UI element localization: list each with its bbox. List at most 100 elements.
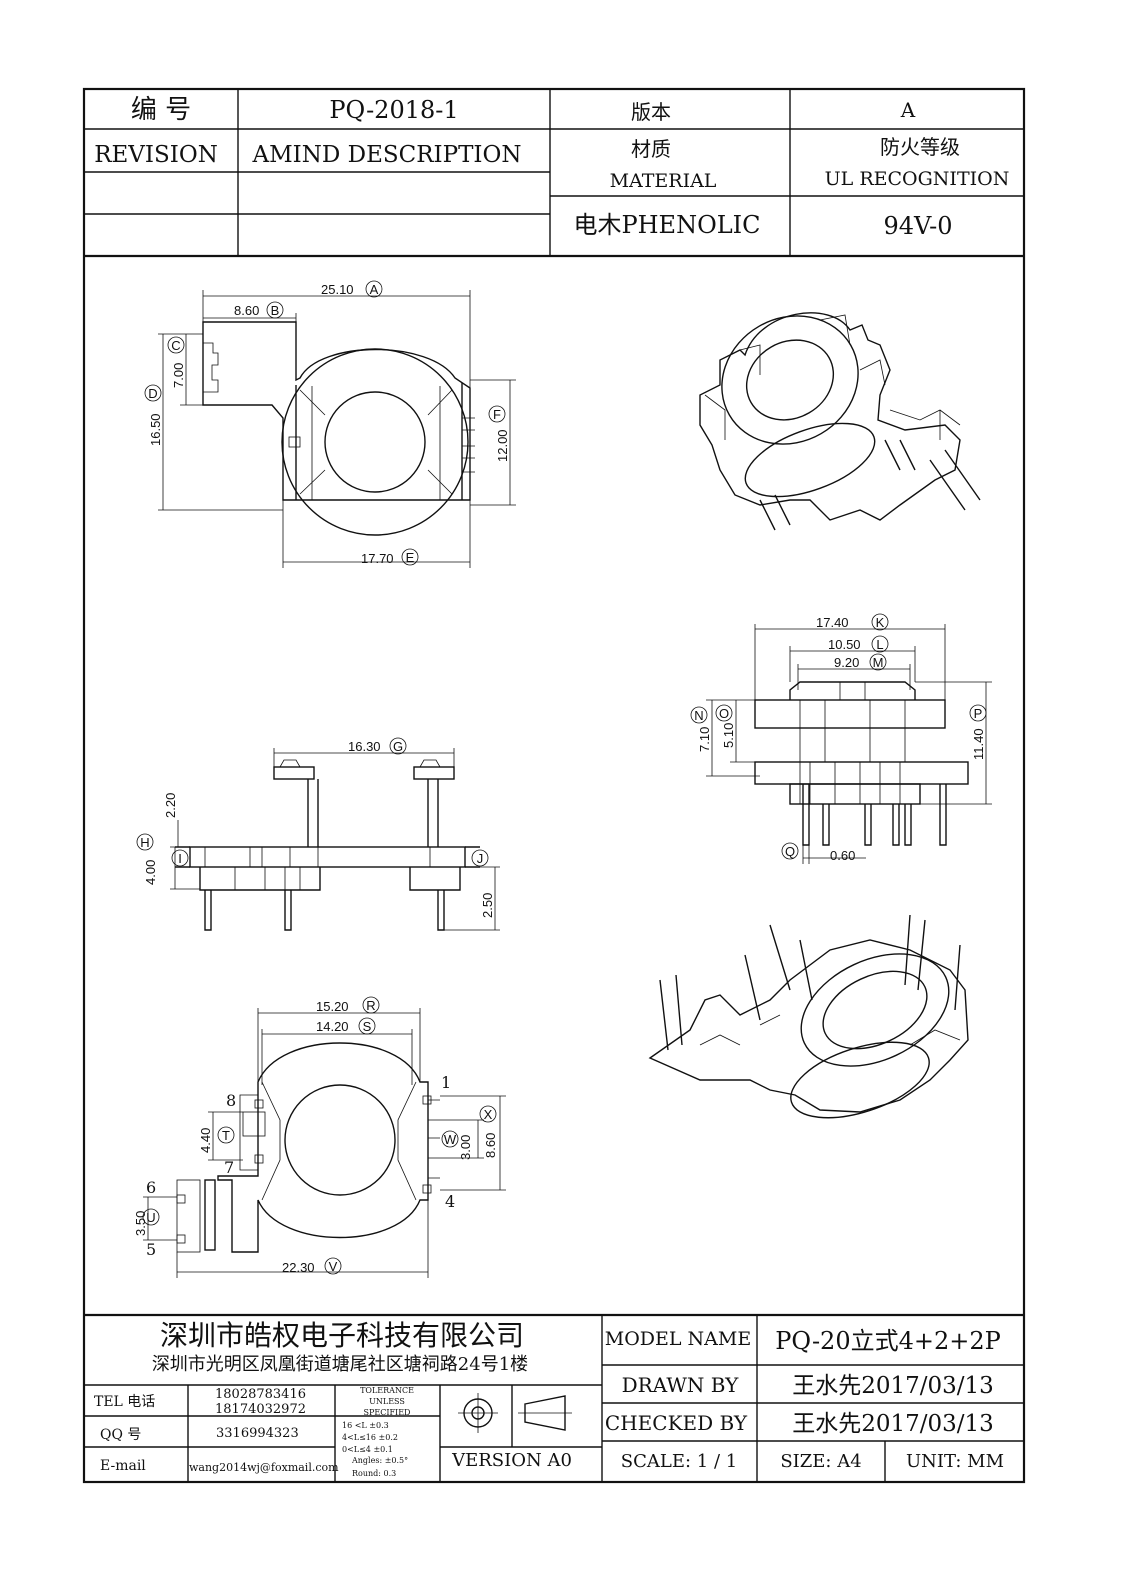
dim-c-tag: C bbox=[171, 338, 180, 353]
pin-6-label: 6 bbox=[146, 1178, 156, 1197]
dim-q-tag: Q bbox=[785, 844, 795, 859]
company-address: 深圳市光明区凤凰街道塘尾社区塘祠路24号1楼 bbox=[152, 1354, 528, 1375]
dim-f-tag: F bbox=[493, 407, 501, 422]
dim-v-value: 22.30 bbox=[282, 1260, 315, 1275]
pin-7-label: 7 bbox=[224, 1158, 234, 1177]
dim-p-tag: P bbox=[974, 706, 983, 721]
material-en: MATERIAL bbox=[610, 170, 717, 192]
top-view bbox=[158, 290, 516, 568]
dim-p-value: 11.40 bbox=[971, 728, 986, 760]
revision-label: REVISION bbox=[94, 142, 218, 168]
dim-n-value: 7.10 bbox=[697, 727, 712, 752]
qq-value: 3316994323 bbox=[216, 1426, 299, 1441]
ul-en: UL RECOGNITION bbox=[825, 168, 1010, 190]
dim-b-tag: B bbox=[271, 303, 280, 318]
header-table: 编 号 PQ-2018-1 版本 A REVISION AMIND DESCRI… bbox=[84, 89, 1024, 258]
tolerance-line-5: 0<L≤4 ±0.1 bbox=[342, 1445, 393, 1454]
dim-o-tag: O bbox=[719, 706, 729, 721]
number-value: PQ-2018-1 bbox=[329, 96, 458, 124]
company-name: 深圳市皓权电子科技有限公司 bbox=[160, 1319, 524, 1352]
dim-k-value: 17.40 bbox=[816, 615, 849, 630]
version-label: 版本 bbox=[631, 100, 671, 124]
pin-5-label: 5 bbox=[146, 1240, 156, 1259]
dim-r-value: 15.20 bbox=[316, 999, 349, 1014]
bottom-view-dims: 15.20 R 14.20 S 4.40 T 3.50 U 22.30 V W … bbox=[133, 996, 498, 1275]
tolerance-line-4: 4<L≤16 ±0.2 bbox=[342, 1433, 398, 1442]
dim-a-tag: A bbox=[370, 282, 379, 297]
drawn-value: 王水先2017/03/13 bbox=[792, 1373, 994, 1399]
dim-j-tag: J bbox=[477, 851, 484, 866]
dim-n-tag: N bbox=[694, 708, 703, 723]
dim-t-value: 4.40 bbox=[198, 1128, 213, 1153]
email-value: wang2014wj@foxmail.com bbox=[189, 1461, 339, 1474]
dim-m-value: 9.20 bbox=[834, 655, 859, 670]
dim-side-top: 2.20 bbox=[163, 793, 178, 818]
dim-w-tag: W bbox=[444, 1132, 457, 1147]
tel-value-2: 18174032972 bbox=[215, 1402, 306, 1417]
dim-h-value: 4.00 bbox=[143, 860, 158, 885]
dim-g-value: 16.30 bbox=[348, 739, 381, 754]
dim-d-tag: D bbox=[148, 386, 157, 401]
tolerance-line-3: 16 <L ±0.3 bbox=[342, 1421, 389, 1430]
dim-q-value: 0.60 bbox=[830, 848, 855, 863]
dim-o-value: 5.10 bbox=[721, 723, 736, 748]
side-view-dims: 16.30 G 2.20 4.00 H I J 2.50 bbox=[136, 737, 495, 918]
iso-view-bottom bbox=[648, 914, 969, 1119]
version-value: A bbox=[900, 98, 916, 122]
top-view-dims: 25.10 A 8.60 B 7.00 C 16.50 D 17.70 E 12… bbox=[144, 280, 510, 566]
tel-value-1: 18028783416 bbox=[215, 1387, 306, 1402]
dim-b-value: 8.60 bbox=[234, 303, 259, 318]
tolerance-line-1: UNLESS bbox=[369, 1397, 405, 1406]
dim-x-tag: X bbox=[484, 1107, 493, 1122]
tel-label: TEL 电话 bbox=[94, 1394, 155, 1410]
dim-m-tag: M bbox=[873, 655, 884, 670]
dim-v-tag: V bbox=[329, 1259, 338, 1274]
dim-side-pin: 2.50 bbox=[480, 893, 495, 918]
dim-l-tag: L bbox=[876, 637, 883, 652]
dim-s-tag: S bbox=[363, 1019, 372, 1034]
model-label: MODEL NAME bbox=[605, 1328, 751, 1350]
pin-4-label: 4 bbox=[445, 1192, 455, 1211]
dim-k-tag: K bbox=[876, 615, 885, 630]
dim-x-value: 8.60 bbox=[483, 1133, 498, 1158]
dim-a-value: 25.10 bbox=[321, 282, 354, 297]
dim-i-tag: I bbox=[178, 851, 182, 866]
material-cn: 材质 bbox=[631, 137, 671, 161]
number-label: 编 号 bbox=[131, 95, 191, 125]
dim-e-tag: E bbox=[406, 550, 415, 565]
dim-g-tag: G bbox=[393, 739, 403, 754]
tolerance-block: TOLERANCE UNLESS SPECIFIED 16 <L ±0.3 4<… bbox=[342, 1386, 414, 1478]
qq-label: QQ 号 bbox=[100, 1427, 141, 1443]
dim-l-value: 10.50 bbox=[828, 637, 861, 652]
dim-w-value: 3.00 bbox=[458, 1135, 473, 1160]
dim-u-tag: U bbox=[146, 1210, 155, 1225]
dim-h-tag: H bbox=[140, 835, 149, 850]
email-label: E-mail bbox=[100, 1458, 146, 1474]
dim-d-value: 16.50 bbox=[148, 413, 163, 446]
bottom-view bbox=[143, 1008, 506, 1278]
ul-value: 94V-0 bbox=[883, 212, 952, 240]
dim-t-tag: T bbox=[222, 1128, 230, 1143]
footer-table: 深圳市皓权电子科技有限公司 深圳市光明区凤凰街道塘尾社区塘祠路24号1楼 TEL… bbox=[84, 1313, 1024, 1482]
dim-f-value: 12.00 bbox=[495, 429, 510, 462]
pin-1-label: 1 bbox=[441, 1073, 451, 1092]
front-view-dims: 17.40 K 10.50 L 9.20 M 7.10 N 5.10 O 11.… bbox=[690, 613, 987, 863]
model-value: PQ-20立式4+2+2P bbox=[775, 1327, 1001, 1355]
pin-8-label: 8 bbox=[226, 1091, 236, 1110]
tolerance-line-0: TOLERANCE bbox=[360, 1386, 414, 1395]
scale-label: SCALE: 1 / 1 bbox=[621, 1451, 737, 1472]
sheet-border bbox=[82, 87, 1026, 1484]
dim-r-tag: R bbox=[366, 998, 375, 1013]
dim-e-value: 17.70 bbox=[361, 551, 394, 566]
version-a0: VERSION A0 bbox=[451, 1450, 572, 1471]
dim-s-value: 14.20 bbox=[316, 1019, 349, 1034]
iso-view-top bbox=[699, 312, 981, 531]
tolerance-line-6: Angles: ±0.5° bbox=[351, 1456, 408, 1465]
ul-cn: 防火等级 bbox=[880, 135, 960, 159]
checked-label: CHECKED BY bbox=[605, 1411, 748, 1435]
unit-label: UNIT: MM bbox=[906, 1451, 1004, 1472]
drawn-label: DRAWN BY bbox=[622, 1373, 739, 1397]
front-view bbox=[706, 624, 992, 864]
tolerance-line-2: SPECIFIED bbox=[364, 1408, 411, 1417]
